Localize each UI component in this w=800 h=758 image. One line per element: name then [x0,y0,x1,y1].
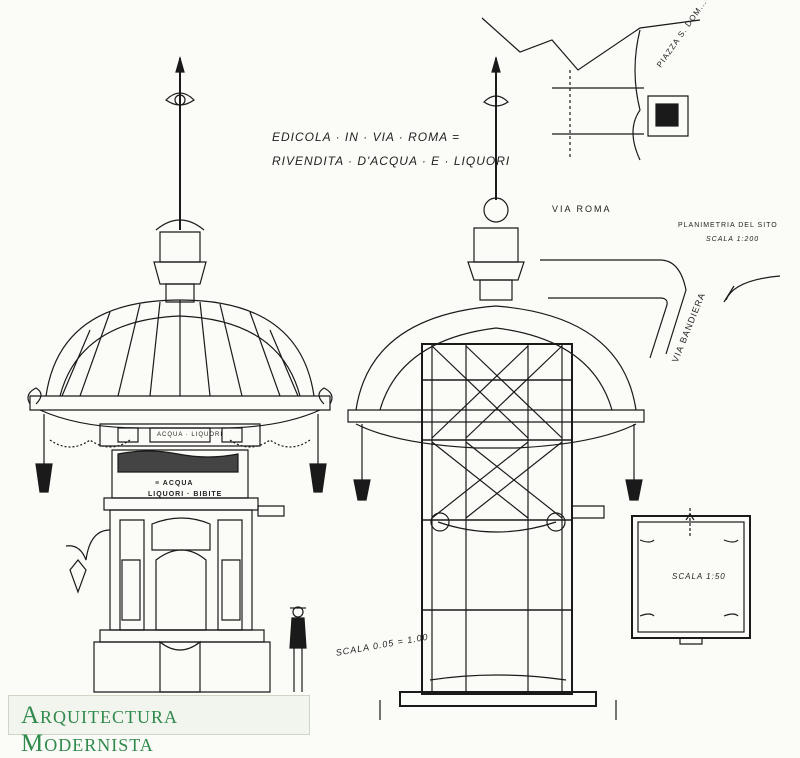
floor-plan [631,508,751,645]
sign-line1: ≡ ACQUA [155,480,194,487]
watermark-banner: Arquitectura Modernista [8,695,310,757]
kiosk-section [347,55,645,720]
drawing-title-line1: EDICOLA · IN · VIA · ROMA = [272,130,461,144]
sign-line2: LIQUORI · BIBITE [148,491,223,498]
street-label-via-roma: VIA ROMA [552,204,612,214]
site-plan-top [481,17,701,161]
site-plan-scale: SCALA 1:200 [706,236,760,243]
watermark-text: Arquitectura Modernista [21,702,179,757]
kiosk-elevation [27,55,333,693]
site-plan-title: PLANIMETRIA DEL SITO [678,222,778,229]
person-figure [292,606,304,618]
frieze-sign-text: ACQUA · LIQUORI [157,432,224,438]
floor-plan-scale-label: SCALA 1:50 [672,572,726,581]
weathervane-icon [165,92,195,106]
drawing-title-line2: RIVENDITA · D'ACQUA · E · LIQUORI [272,154,511,168]
site-plan-streets [540,259,781,359]
